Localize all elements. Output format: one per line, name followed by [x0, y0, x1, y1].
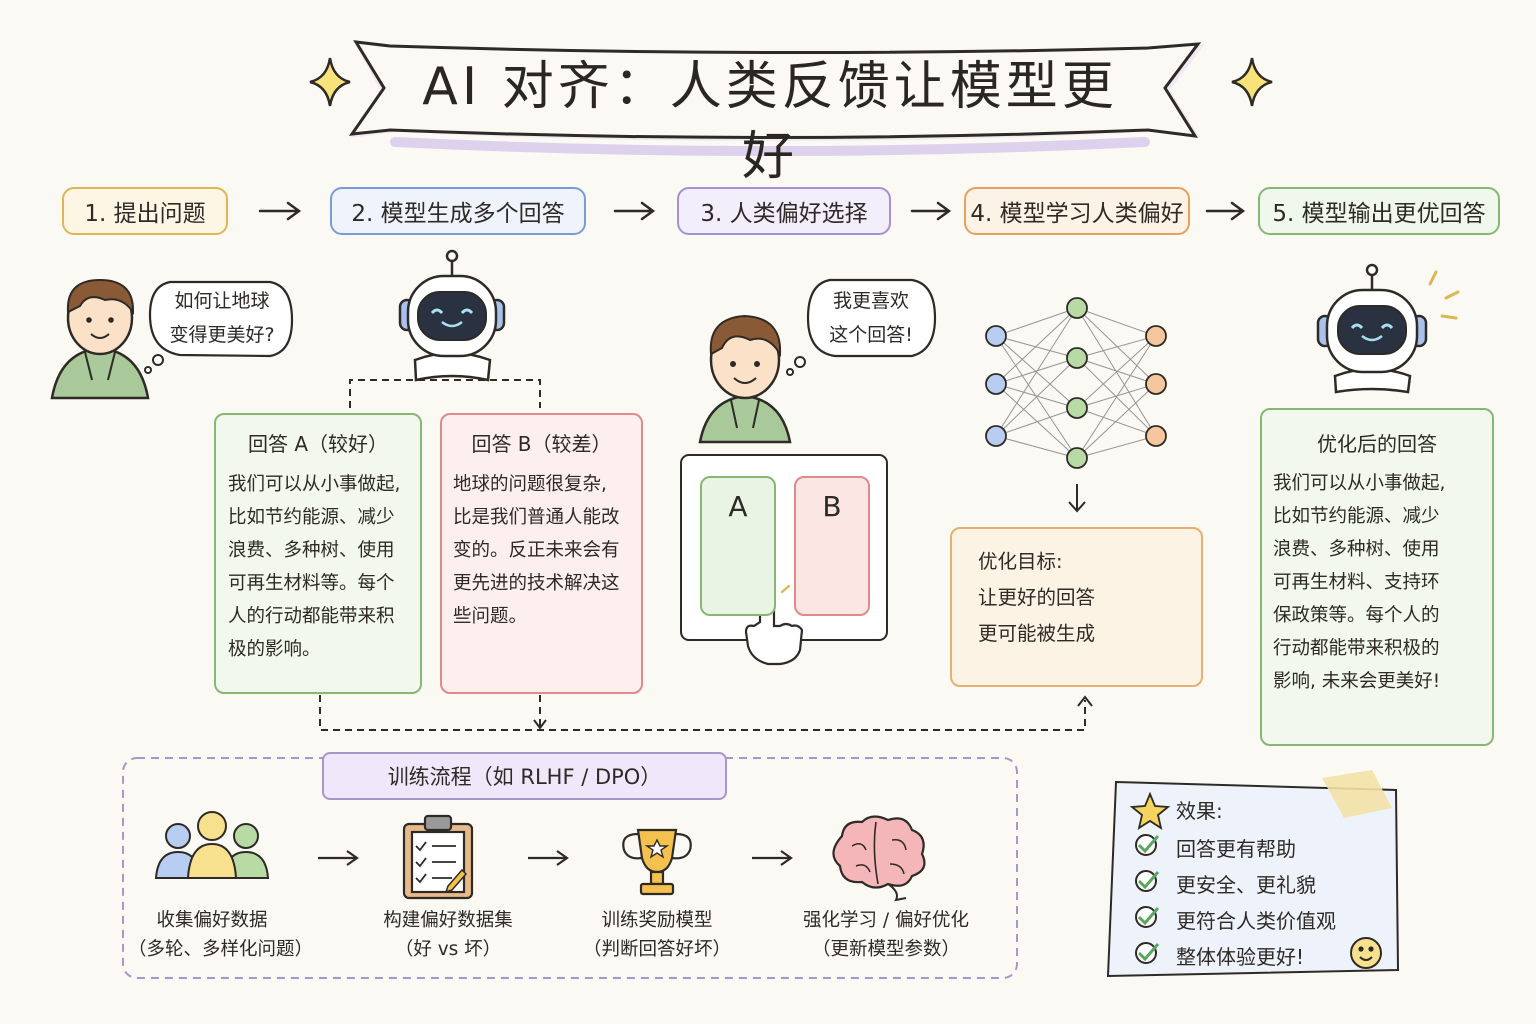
- text-line: 极的影响。: [228, 639, 321, 660]
- goal-line: 让更好的回答: [978, 586, 1096, 609]
- goal-box: [950, 527, 1203, 687]
- effect-item: 回答更有帮助: [1176, 837, 1296, 861]
- step-3: 3. 人类偏好选择: [677, 187, 891, 235]
- answer-a-title: 回答 A（较好）: [247, 432, 389, 456]
- people-icon: [154, 811, 270, 879]
- text-line: 更先进的技术解决这: [453, 573, 620, 594]
- optimized-answer-title: 优化后的回答: [1317, 432, 1437, 456]
- training-step-note: （好 vs 坏）: [394, 939, 502, 960]
- step-label: 3. 人类偏好选择: [700, 201, 868, 227]
- text-line: 些问题。: [453, 606, 528, 627]
- training-step-3: 训练奖励模型 （判断回答好坏）: [572, 906, 742, 964]
- step-label: 1. 提出问题: [84, 201, 206, 227]
- answer-b-card: [440, 413, 643, 694]
- goal-text: 优化目标: 让更好的回答 更可能被生成: [978, 544, 1095, 652]
- robot-icon: [398, 249, 506, 382]
- training-step-2: 构建偏好数据集 （好 vs 坏）: [358, 906, 538, 964]
- person-icon: [698, 314, 792, 444]
- choice-b-label: B: [822, 490, 842, 523]
- optimized-answer-card: [1260, 408, 1494, 746]
- training-step-title: 收集偏好数据: [156, 910, 268, 931]
- choice-a-label: A: [728, 490, 748, 523]
- choice-b-card[interactable]: [794, 476, 870, 616]
- text-line: 影响, 未来会更美好!: [1273, 671, 1441, 692]
- effects-note: [1106, 770, 1400, 978]
- check-icon: [1135, 834, 1160, 964]
- effect-item: 更符合人类价值观: [1176, 909, 1336, 933]
- question-text: 如何让地球 变得更美好?: [156, 284, 288, 352]
- text-line: 保政策等。每个人的: [1273, 605, 1440, 626]
- training-title: 训练流程（如 RLHF / DPO）: [387, 765, 662, 789]
- optimized-answer-text: 我们可以从小事做起, 比如节约能源、减少 浪费、多种树、使用 可再生材料、支持环…: [1273, 467, 1445, 698]
- preference-bubble: [786, 278, 937, 376]
- text-line: 比如节约能源、减少: [228, 507, 395, 528]
- training-step-1: 收集偏好数据 （多轮、多样化问题）: [128, 906, 314, 964]
- text-line: 我们可以从小事做起,: [228, 474, 401, 495]
- effects-title: 效果:: [1176, 799, 1223, 823]
- preference-text: 我更喜欢 这个回答!: [812, 284, 930, 352]
- person-icon: [50, 278, 150, 400]
- text-line: 比如节约能源、减少: [1273, 506, 1440, 527]
- question-line: 如何让地球: [174, 290, 270, 312]
- step-5: 5. 模型输出更优回答: [1258, 187, 1500, 235]
- preference-line: 这个回答!: [829, 324, 913, 346]
- text-line: 浪费、多种树、使用: [228, 540, 395, 561]
- goal-line: 优化目标:: [978, 550, 1063, 573]
- training-step-title: 训练奖励模型: [601, 910, 713, 931]
- training-step-note: （多轮、多样化问题）: [128, 939, 314, 960]
- text-line: 地球的问题很复杂,: [453, 474, 607, 495]
- clipboard-icon: [402, 814, 474, 900]
- text-line: 比是我们普通人能改: [453, 507, 620, 528]
- text-line: 变的。反正未来会有: [453, 540, 620, 561]
- training-step-title: 构建偏好数据集: [383, 910, 513, 931]
- training-step-title: 强化学习 / 偏好优化: [803, 910, 969, 931]
- answer-a-card: [214, 413, 422, 694]
- text-line: 人的行动都能带来积: [228, 606, 395, 627]
- answer-a-text: 我们可以从小事做起, 比如节约能源、减少 浪费、多种树、使用 可再生材料等。每个…: [228, 468, 400, 666]
- choice-a-card[interactable]: [700, 476, 776, 616]
- effect-item: 整体体验更好!: [1176, 945, 1305, 969]
- training-step-4: 强化学习 / 偏好优化 （更新模型参数）: [780, 906, 992, 964]
- title-banner: [348, 40, 1205, 156]
- effect-item: 更安全、更礼貌: [1176, 873, 1316, 897]
- training-step-note: （判断回答好坏）: [582, 939, 731, 960]
- text-line: 可再生材料等。每个: [228, 573, 395, 594]
- step-label: 4. 模型学习人类偏好: [970, 201, 1184, 227]
- step-2: 2. 模型生成多个回答: [330, 187, 586, 235]
- text-line: 我们可以从小事做起,: [1273, 473, 1446, 494]
- preference-line: 我更喜欢: [832, 290, 909, 312]
- smiley-icon: [1350, 937, 1382, 969]
- sparkle-icon: [309, 57, 351, 107]
- step-label: 2. 模型生成多个回答: [351, 201, 565, 227]
- text-line: 可再生材料、支持环: [1273, 572, 1440, 593]
- question-bubble: [144, 280, 294, 374]
- star-icon: [1129, 791, 1171, 830]
- question-line: 变得更美好?: [169, 324, 275, 346]
- training-step-note: （更新模型参数）: [811, 939, 960, 960]
- text-line: 浪费、多种树、使用: [1273, 539, 1440, 560]
- robot-icon: [1316, 263, 1460, 394]
- sparkle-icon: [1231, 57, 1273, 107]
- trophy-icon: [622, 828, 692, 896]
- step-4: 4. 模型学习人类偏好: [964, 187, 1190, 235]
- training-title-box: 训练流程（如 RLHF / DPO）: [322, 752, 727, 800]
- step-1: 1. 提出问题: [62, 187, 228, 235]
- step-label: 5. 模型输出更优回答: [1272, 201, 1486, 227]
- answer-b-title: 回答 B（较差）: [471, 432, 612, 456]
- page-title: AI 对齐：人类反馈让模型更好: [422, 57, 1118, 187]
- neural-network-icon: [985, 297, 1167, 513]
- brain-icon: [832, 815, 926, 902]
- answer-b-text: 地球的问题很复杂, 比是我们普通人能改 变的。反正未来会有 更先进的技术解决这 …: [453, 468, 620, 633]
- goal-line: 更可能被生成: [978, 622, 1096, 645]
- text-line: 行动都能带来积极的: [1273, 638, 1440, 659]
